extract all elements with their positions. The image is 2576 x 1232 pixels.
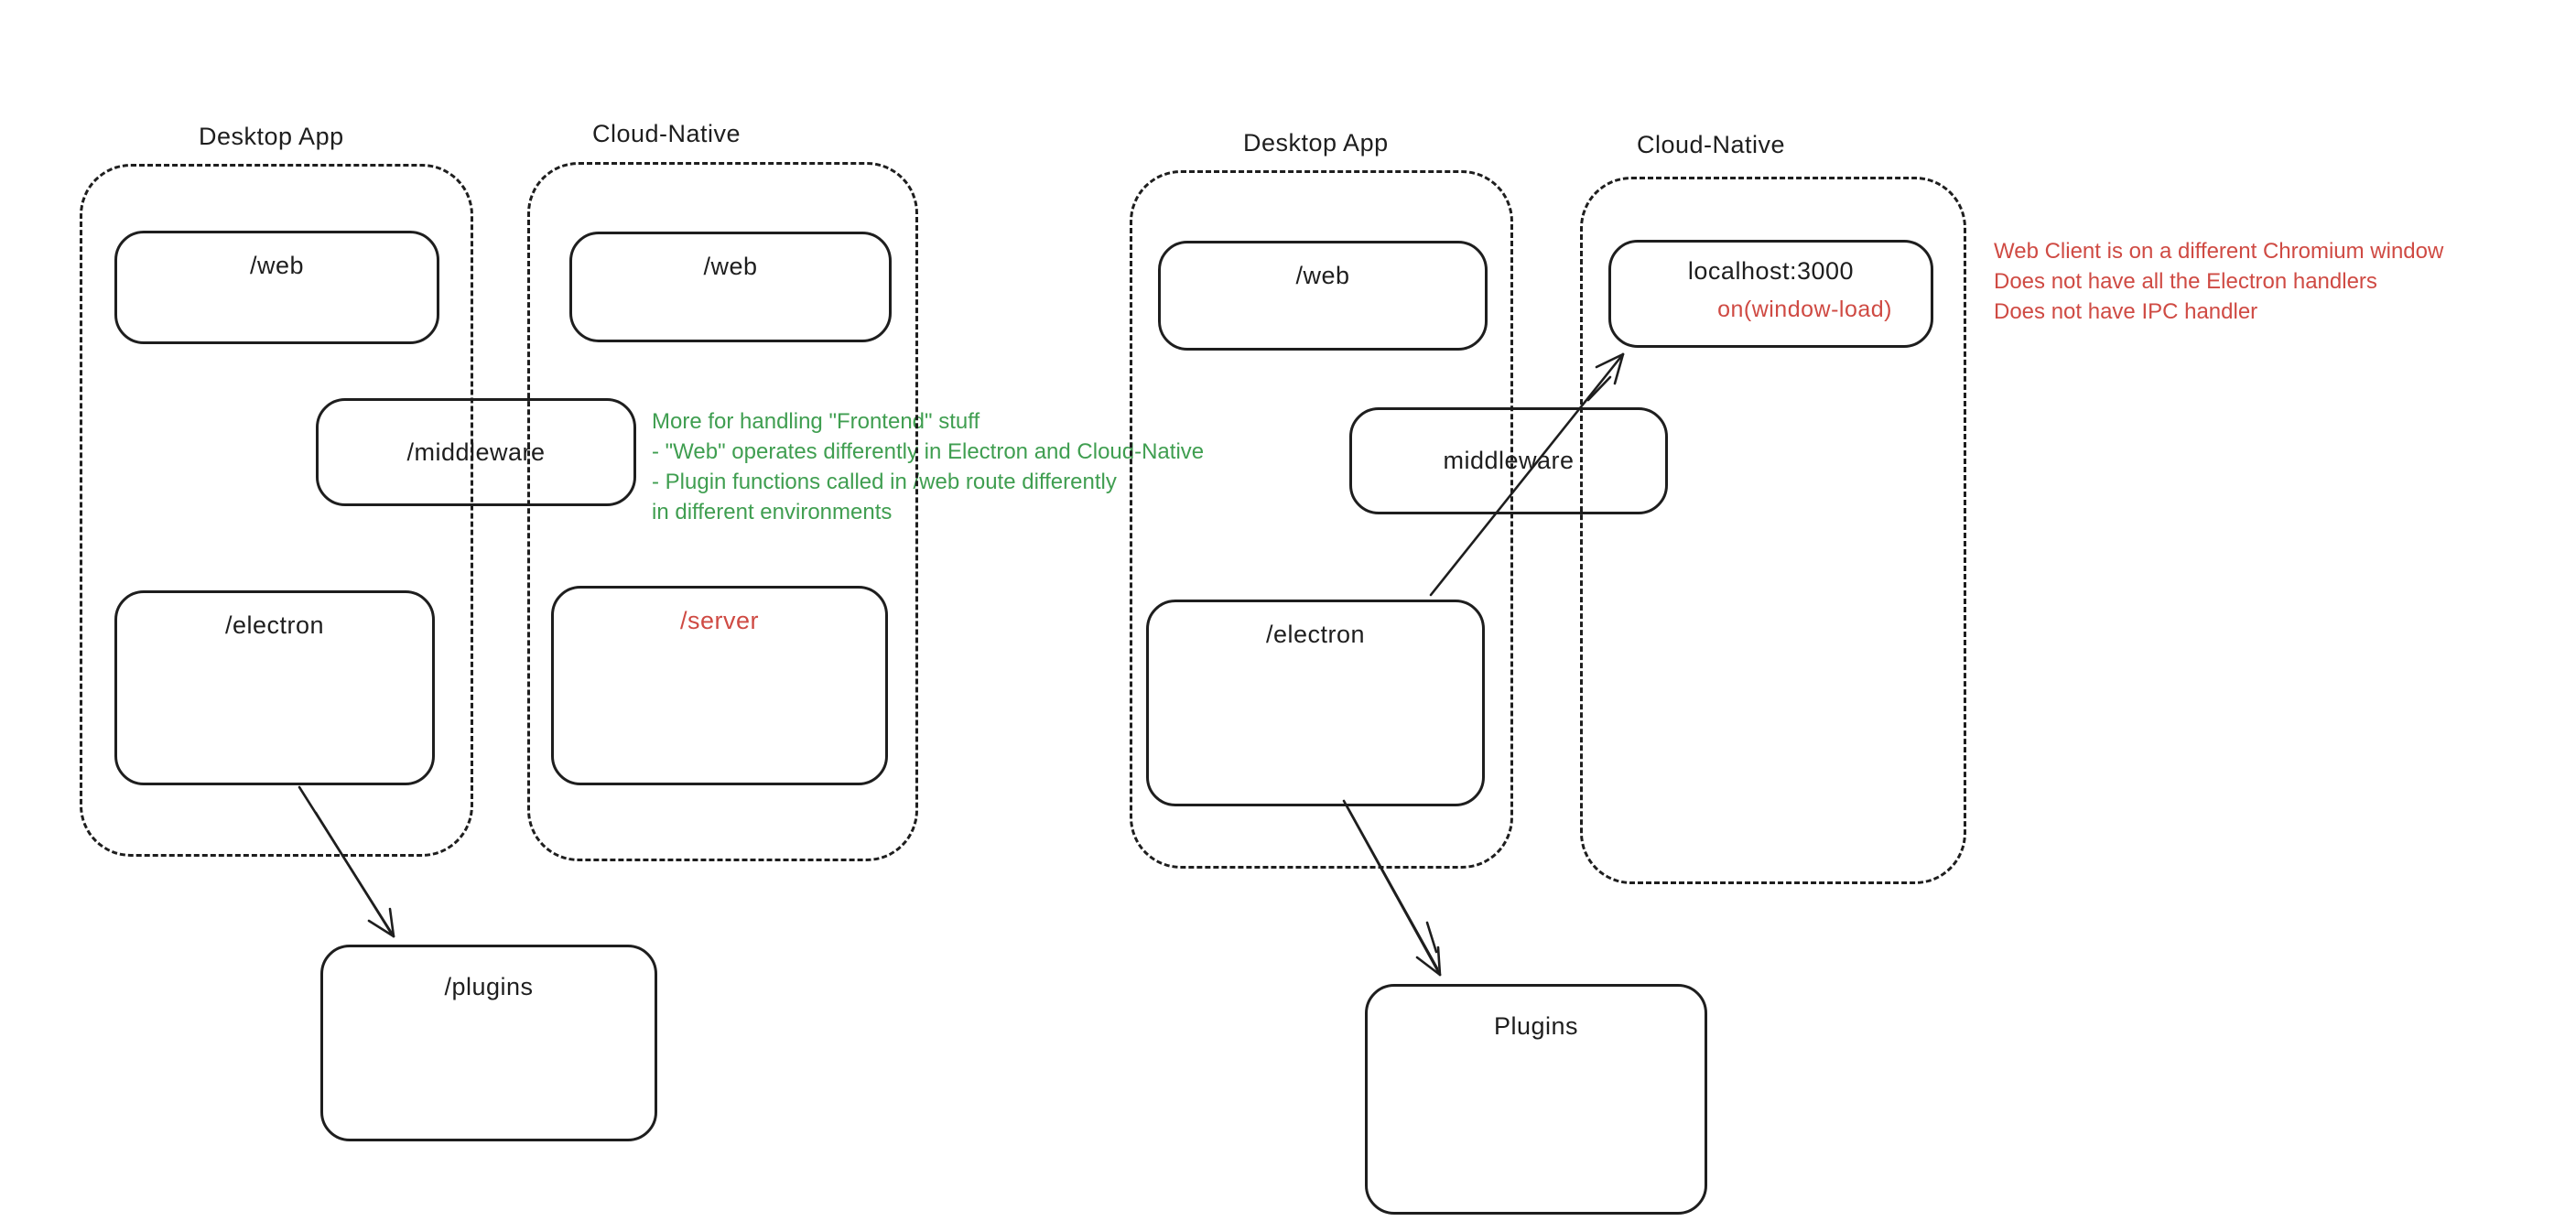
left-cloud-native-label: Cloud-Native <box>592 120 741 147</box>
left-middleware-box: /middleware <box>316 398 636 506</box>
right-electron-box: /electron <box>1146 600 1485 806</box>
right-electron-label: /electron <box>1265 621 1366 648</box>
right-desktop-app-label: Desktop App <box>1243 129 1389 157</box>
right-desktop-web-label: /web <box>1295 262 1350 289</box>
right-cloud-native-label: Cloud-Native <box>1637 131 1786 158</box>
left-green-note: More for handling "Frontend" stuff - "We… <box>652 406 1204 527</box>
right-plugins-box: Plugins <box>1365 984 1707 1215</box>
left-server-label: /server <box>679 607 760 634</box>
green-note-line: - Plugin functions called in /web route … <box>652 470 1117 494</box>
left-desktop-web-box: /web <box>114 231 439 344</box>
left-desktop-app-label: Desktop App <box>199 123 344 150</box>
green-note-line: - "Web" operates differently in Electron… <box>652 439 1205 464</box>
left-electron-box: /electron <box>114 590 435 785</box>
left-plugins-box: /plugins <box>320 945 657 1141</box>
left-desktop-web-label: /web <box>249 252 305 279</box>
left-electron-label: /electron <box>224 611 325 639</box>
localhost-label: localhost:3000 <box>1687 257 1855 285</box>
on-window-load-label: on(window-load) <box>1717 297 1892 322</box>
green-note-line: in different environments <box>652 500 893 524</box>
left-cloud-web-label: /web <box>703 253 758 280</box>
arrow-electron-to-plugins-right <box>1342 799 1442 977</box>
left-server-box: /server <box>551 586 888 785</box>
localhost-box: localhost:3000 on(window-load) <box>1608 240 1933 348</box>
right-middleware-label: middleware <box>1443 447 1575 474</box>
green-note-line: More for handling "Frontend" stuff <box>652 409 980 434</box>
red-note-line: Web Client is on a different Chromium wi… <box>1994 239 2444 264</box>
right-red-note: Web Client is on a different Chromium wi… <box>1994 236 2443 327</box>
right-plugins-label: Plugins <box>1493 1012 1579 1040</box>
arrow-electron-to-plugins-left <box>298 785 395 938</box>
right-middleware-box: middleware <box>1349 407 1668 514</box>
red-note-line: Does not have all the Electron handlers <box>1994 269 2377 294</box>
right-desktop-web-box: /web <box>1158 241 1488 351</box>
left-plugins-label: /plugins <box>444 973 534 1000</box>
left-middleware-label: /middleware <box>406 438 546 466</box>
left-cloud-web-box: /web <box>569 232 892 342</box>
red-note-line: Does not have IPC handler <box>1994 299 2258 324</box>
